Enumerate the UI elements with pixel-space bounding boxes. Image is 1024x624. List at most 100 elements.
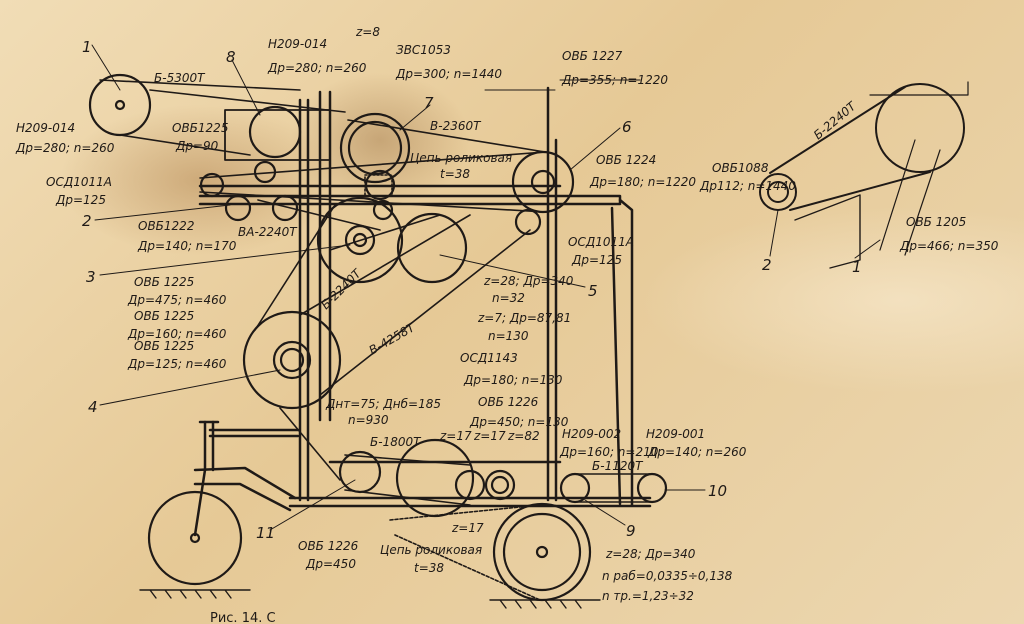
label-ovb1225-c: ОВБ 1225 [134, 339, 194, 353]
leader-2 [94, 204, 231, 221]
leader-4 [99, 369, 281, 406]
label-belt-va2240: ВА-2240Т [238, 225, 298, 239]
belts [99, 79, 653, 601]
sprocket-z17-b-hub [490, 475, 510, 495]
label-ovb1222-dp: Др=140; n=170 [137, 239, 237, 253]
label-h209-001-dp: Др=140; n=260 [647, 445, 747, 459]
rear-wheel-inner [502, 512, 582, 592]
belt-b5300 [99, 79, 301, 156]
part-number-6: 6 [622, 118, 632, 136]
label-dnt-n: n=930 [348, 413, 389, 427]
pulley-3-center [352, 232, 368, 248]
label-z17-a: z=17 [439, 429, 472, 443]
label-ovb1227: ОВБ 1227 [562, 49, 623, 63]
pulley-8 [248, 105, 302, 159]
leader-11 [269, 479, 356, 531]
label-z82: z=82 [507, 429, 540, 443]
drawbar-lower [193, 482, 292, 512]
rear-wheel [492, 502, 592, 602]
label-z17-bottom: z=17 [451, 521, 484, 535]
pulley-4-mid [272, 340, 312, 380]
label-z28-top-n: n=32 [492, 291, 525, 305]
part-number-2: 2 [82, 212, 92, 230]
inset-part-number-1: 1 [852, 258, 862, 276]
pulley-4-hub [279, 347, 305, 373]
label-ovb1225-b: ОВБ 1225 [134, 309, 194, 323]
label-osd1011a-left: ОСД1011А [46, 175, 112, 189]
figure-caption: Рис. 14. С [210, 611, 276, 624]
belt-v2360 [347, 119, 546, 153]
ground-hatch-right [489, 599, 601, 609]
sprocket-z17-b [484, 469, 516, 501]
label-ovb1225-top: ОВБ1225 [172, 121, 228, 135]
inset-pulley-2-hub [767, 181, 789, 203]
front-fork [193, 468, 207, 537]
label-ovb1226-bottom: ОВБ 1226 [298, 539, 359, 553]
label-belt-v2360: В-2360Т [430, 119, 482, 133]
label-belt-v4258: В-4258Т [367, 319, 419, 357]
motor-housing [224, 109, 331, 161]
inset-bracket [794, 194, 861, 269]
inset-belt [769, 86, 931, 211]
leader-inset-1 [854, 239, 881, 259]
inset-shaft-lines [879, 139, 941, 256]
part-number-8: 8 [226, 48, 236, 66]
label-ovb1225-a-dp: Др=475; n=460 [127, 293, 227, 307]
inset-labels: Б-2240Т ОВБ1088 Др112; n=1440 ОВБ 1205 Д… [699, 98, 999, 253]
pulley-6-hub [530, 169, 556, 195]
sprocket-z17-a [454, 469, 486, 501]
inset-part-number-2: 2 [762, 256, 772, 274]
label-n-tr: n тр.=1,23÷32 [602, 589, 694, 603]
part-number-1: 1 [82, 38, 92, 56]
label-ovb1224: ОВБ 1224 [596, 153, 656, 167]
label-ovb1225-b-dp: Др=160; n=460 [127, 327, 227, 341]
part-number-4: 4 [88, 398, 98, 416]
label-belt-b1120: Б-1120Т [592, 459, 644, 473]
belt-b1800 [344, 454, 471, 506]
inset-diagram [759, 81, 969, 269]
label-osd1011a-right-dp: Др=125 [571, 253, 622, 267]
part-number-5: 5 [588, 282, 598, 300]
label-n-rab: n раб=0,0335÷0,138 [602, 569, 733, 583]
pulley-3-hub [344, 224, 376, 256]
drawbar-upper [193, 466, 297, 500]
leader-9 [584, 499, 626, 526]
label-z7: z=7; Др=87,81 [477, 311, 571, 325]
label-h209-014-top-dp: Др=280; n=260 [267, 61, 367, 75]
label-ovb1226-bottom-dp: Др=450 [305, 557, 356, 571]
inset-label-ovb1205-dp: Др=466; n=350 [899, 239, 999, 253]
component-labels: Н209-014 Др=280; n=260 z=8 ЗВС1053 Др=30… [15, 25, 747, 603]
label-chain-roller-top: Цепь роликовая [410, 151, 512, 165]
chain-roller-bottom [389, 504, 541, 601]
frame-rear-upright [618, 198, 634, 507]
front-wheel-hub [189, 532, 201, 544]
front-wheel [147, 490, 243, 586]
label-osd1011a-right: ОСД1011А [568, 235, 634, 249]
label-ovb1226-mid: ОВБ 1226 [478, 395, 539, 409]
part-number-11: 11 [256, 524, 275, 542]
label-ovb1225-c-dp: Др=125; n=460 [127, 357, 227, 371]
part-number-3: 3 [86, 268, 96, 286]
label-h209-014-top: Н209-014 [268, 37, 327, 51]
leader-7 [399, 104, 431, 131]
label-z17-b: z=17 [473, 429, 506, 443]
label-ovb1222: ОВБ1222 [138, 219, 194, 233]
frame-rear-upright-inner [610, 206, 622, 506]
label-chain-roller-bottom: Цепь роликовая [380, 543, 482, 557]
part-number-7: 7 [424, 94, 434, 112]
belt-osd-to-6 [199, 151, 546, 213]
label-z8: z=8 [355, 25, 380, 39]
inset-belt-extension [869, 81, 969, 96]
label-zvs1053-dp: Др=300; n=1440 [395, 67, 502, 81]
pulley-1-hub [114, 99, 126, 111]
idler-mid-small [372, 199, 394, 221]
label-belt-b2240: Б-2240Т [318, 265, 365, 312]
label-h209-002: Н209-002 [562, 427, 621, 441]
leader-5 [439, 254, 586, 288]
label-ovb1224-dp: Др=180; n=1220 [589, 175, 696, 189]
label-z28-top: z=28; Др=340 [483, 274, 574, 288]
pulley-7-inner [347, 120, 403, 176]
